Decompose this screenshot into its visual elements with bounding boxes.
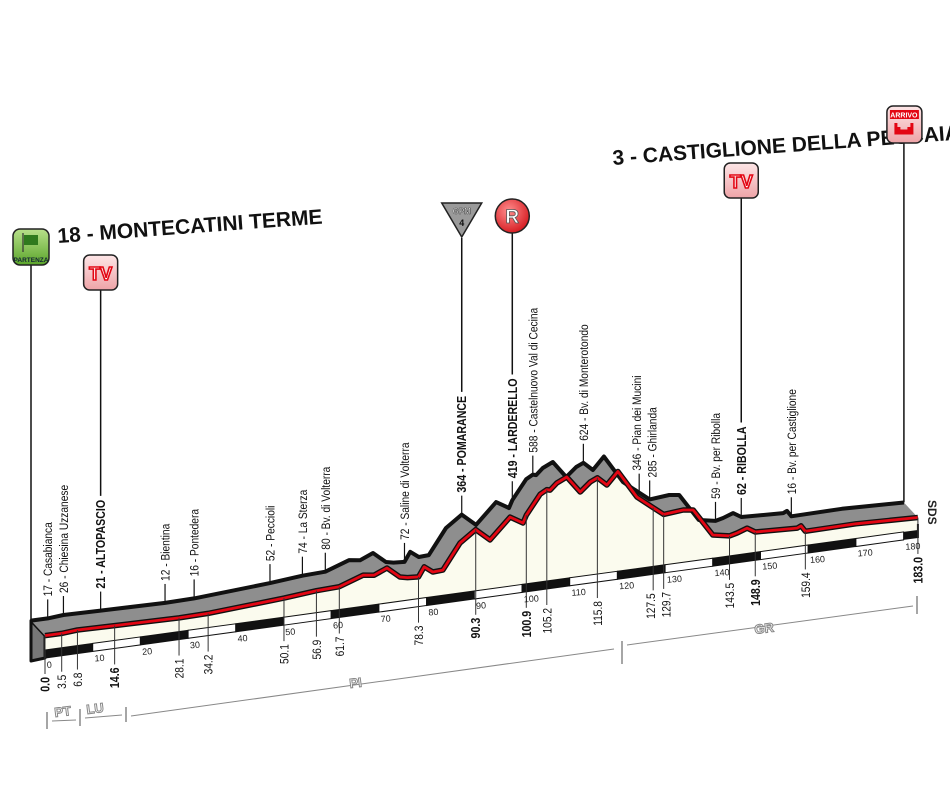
profile-top-surface xyxy=(31,456,918,636)
km-tick-label: 180 xyxy=(905,541,921,552)
waypoint-label: 52 - Peccioli xyxy=(265,506,278,562)
km-tick-label: 100 xyxy=(523,593,539,604)
partenza-text: PARTENZA xyxy=(14,257,49,264)
province-label: PT xyxy=(54,703,72,720)
km-band-segment xyxy=(903,530,918,540)
km-tick-label: 130 xyxy=(667,574,683,585)
tv-badge xyxy=(82,254,119,291)
distance-label: 3.5 xyxy=(56,675,69,689)
km-tick-label: 110 xyxy=(571,587,586,598)
distance-label: 78.3 xyxy=(413,626,426,646)
arrivo-text: ARRIVO xyxy=(890,113,918,120)
province-label: LU xyxy=(86,700,105,717)
distance-label: 159.4 xyxy=(800,572,813,598)
km-tick-label: 40 xyxy=(237,633,248,644)
partenza-badge xyxy=(12,228,50,266)
km-tick-label: 90 xyxy=(476,600,487,611)
waypoint-label: 285 - Ghirlanda xyxy=(647,406,660,477)
finish-arch-icon xyxy=(894,123,914,135)
waypoint-label: 419 - LARDERELLO xyxy=(506,379,520,479)
distance-label: 127.5 xyxy=(645,593,658,619)
gpm-icon: GPM 4 xyxy=(440,202,484,239)
tv-icon: TV xyxy=(82,254,119,291)
start-town-title: 18 - MONTECATINI TERME xyxy=(57,206,324,248)
province-span-line xyxy=(51,719,77,722)
feed-zone-text: R xyxy=(505,207,519,228)
gpm-text: GPM xyxy=(453,207,472,216)
distance-label: 100.9 xyxy=(520,610,534,637)
waypoint-label: 346 - Pian dei Mucini xyxy=(631,375,644,470)
province-span-line xyxy=(84,714,123,719)
km-tick-label: 140 xyxy=(714,567,730,578)
km-tick-label: 70 xyxy=(380,613,391,624)
waypoint-label: 72 - Saline di Volterra xyxy=(399,442,412,540)
km-tick-label: 150 xyxy=(762,561,778,572)
waypoint-label: 588 - Castelnuovo Val di Cecina xyxy=(528,307,541,453)
province-span-line xyxy=(130,648,615,717)
tv-icon: TV xyxy=(723,162,760,199)
rifornimento-icon: R xyxy=(494,198,531,234)
km-tick-label: 20 xyxy=(142,646,153,657)
distance-label: 115.8 xyxy=(592,601,605,626)
province-brackets: PT LU PI GR xyxy=(46,596,918,729)
arrivo-icon: ARRIVO xyxy=(886,105,923,144)
km-tick-label: 60 xyxy=(333,620,344,631)
distance-label: 6.8 xyxy=(72,673,85,687)
distance-label: 14.6 xyxy=(108,667,122,688)
km-tick-label: 0 xyxy=(46,660,52,670)
tv-text: TV xyxy=(730,172,753,192)
distance-label: 148.9 xyxy=(749,579,763,606)
waypoint-label: 364 - POMARANCE xyxy=(455,396,469,493)
distance-label: 143.5 xyxy=(724,583,737,609)
waypoint-label: 21 - ALTOPASCIO xyxy=(94,500,108,589)
tv-text: TV xyxy=(89,264,112,284)
km-tick-label: 120 xyxy=(619,580,635,591)
gpm-triangle xyxy=(440,202,484,239)
feed-zone-circle xyxy=(494,198,531,234)
distance-label: 183.0 xyxy=(912,557,926,584)
waypoint-label: 16 - Pontedera xyxy=(189,508,202,576)
distance-label: 90.3 xyxy=(469,617,483,638)
waypoint-label: 62 - RIBOLLA xyxy=(735,426,749,495)
distance-label: 105.2 xyxy=(542,608,555,634)
tv-badge xyxy=(723,162,760,199)
partenza-icon: PARTENZA xyxy=(12,228,50,266)
province-label: GR xyxy=(754,620,776,637)
km-tick-label: 50 xyxy=(285,627,296,638)
waypoint-label: 16 - Bv. per Castiglione xyxy=(786,389,799,494)
km-tick-label: 160 xyxy=(810,554,826,565)
distance-label: 129.7 xyxy=(661,592,674,618)
province-span-line xyxy=(626,605,914,646)
km-tick-label: 10 xyxy=(94,653,105,664)
arrivo-banner xyxy=(889,110,919,119)
waypoint-label: 80 - Bv. di Volterra xyxy=(320,466,333,550)
profile-front-face xyxy=(45,471,918,650)
distance-label: 0.0 xyxy=(39,677,53,692)
waypoint-label: 74 - La Sterza xyxy=(297,489,310,554)
waypoint-label: 59 - Bv. per Ribolla xyxy=(710,412,723,499)
waypoint-label: 26 - Chiesina Uzzanese xyxy=(58,485,71,593)
end-label: SDS xyxy=(925,500,939,525)
distance-label: 56.9 xyxy=(311,640,324,660)
waypoint-label: 17 - Casabianca xyxy=(42,521,55,596)
distance-label: 50.1 xyxy=(279,644,292,664)
km-tick-label: 30 xyxy=(190,640,201,651)
km-tick-label: 170 xyxy=(857,547,873,558)
checkered-flag-icon xyxy=(24,235,38,245)
distance-label: 34.2 xyxy=(203,655,216,675)
km-tick-label: 80 xyxy=(428,607,439,618)
province-label: PI xyxy=(349,675,363,691)
gpm-category: 4 xyxy=(459,218,464,228)
distance-label: 61.7 xyxy=(334,637,347,657)
distance-label: 28.1 xyxy=(174,659,187,679)
waypoint-label: 624 - Bv. di Monterotondo xyxy=(578,324,591,440)
waypoint-label: 12 - Bientina xyxy=(160,523,173,581)
